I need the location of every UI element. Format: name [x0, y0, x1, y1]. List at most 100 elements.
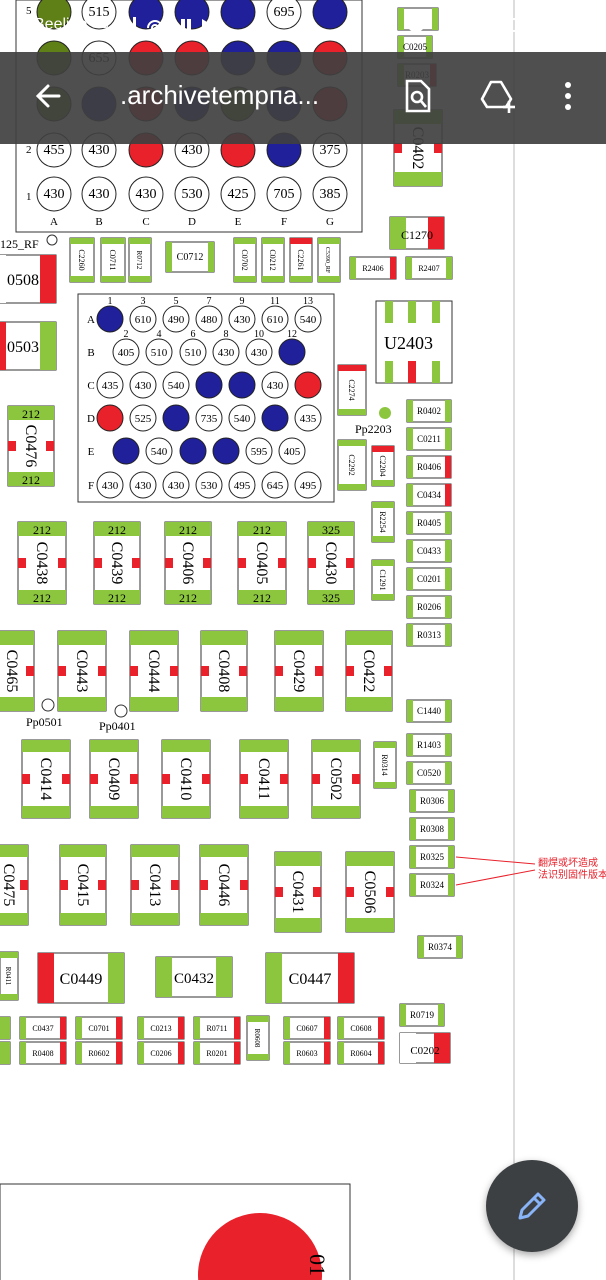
- bga-col-6: 6: [191, 329, 196, 340]
- right-col-part-2: R0406: [406, 455, 452, 479]
- pp0501-pad: [41, 698, 55, 712]
- partial-bottom-label: 01: [305, 1254, 330, 1276]
- pad: [96, 305, 124, 333]
- pp2203-pad: [379, 407, 391, 419]
- pad: [36, 0, 72, 30]
- bottom-frame: [0, 1183, 351, 1280]
- part-label: C0437: [32, 1024, 53, 1033]
- part-label: R0324: [420, 880, 445, 890]
- pad-value: 375: [320, 143, 341, 158]
- cap-value: 325: [322, 523, 340, 537]
- add-to-drive-button[interactable]: [476, 74, 520, 118]
- pad: 705: [266, 176, 302, 212]
- part-label: R0719: [410, 1010, 435, 1020]
- pad: 405: [112, 338, 140, 366]
- pad: 735: [195, 404, 223, 432]
- c0444-part: C0444: [129, 630, 179, 712]
- cap-value: 212: [253, 523, 271, 537]
- part-label: C5390_RF: [324, 247, 330, 274]
- col-label-D: D: [188, 216, 196, 228]
- part-label: R0602: [88, 1049, 109, 1058]
- carrier-label: Beeline: [34, 16, 88, 33]
- bga-col-11: 11: [270, 296, 280, 307]
- pad-value: 435: [102, 380, 119, 392]
- part-label: C0475: [0, 864, 17, 907]
- c0711-part: C0711: [100, 237, 126, 283]
- part-label: C0506: [361, 871, 378, 914]
- c0429-part: C0429: [274, 630, 324, 712]
- hotspot-count: 3: [164, 14, 171, 26]
- pad-value: 705: [274, 187, 295, 202]
- cap-value: 212: [33, 523, 51, 537]
- part-label: C0449: [60, 971, 103, 988]
- pad: 490: [162, 305, 190, 333]
- part-label: C0701: [88, 1024, 109, 1033]
- part-label: C0431: [289, 871, 306, 914]
- pad-value: 430: [135, 380, 152, 392]
- part-label: R0201: [206, 1049, 227, 1058]
- bottom-row2-part-6: R0604: [337, 1041, 385, 1065]
- part-label: C0411: [255, 758, 272, 800]
- part-label: C0414: [37, 758, 54, 801]
- c0431-part: C0431: [274, 851, 322, 933]
- part-label: C1270: [401, 228, 433, 242]
- pad-value: 425: [228, 187, 249, 202]
- part-label: C0205: [403, 42, 428, 52]
- pad: 540: [228, 404, 256, 432]
- pad: 430: [129, 471, 157, 499]
- r0411-part: R0411: [0, 951, 19, 1001]
- part-label: C0406: [179, 542, 196, 585]
- pad-value: 455: [44, 143, 65, 158]
- search-document-button[interactable]: [396, 74, 440, 118]
- bga-row-A: A: [87, 314, 95, 326]
- r0324-part: R0324: [409, 873, 455, 897]
- c0212-part: C0212: [261, 237, 285, 283]
- hotspot-icon: [146, 20, 163, 32]
- bga-row-C: C: [87, 380, 94, 392]
- pad: 525: [129, 404, 157, 432]
- c0446-part: C0446: [199, 844, 249, 926]
- pad: 510: [145, 338, 173, 366]
- c0432-part: C0432: [155, 956, 233, 998]
- col-label-C: C: [142, 216, 149, 228]
- signal-icon: [117, 17, 136, 33]
- document-title: .archivetempпа...: [120, 80, 320, 110]
- cap-value: 325: [322, 591, 340, 605]
- pad-value: 735: [201, 413, 218, 425]
- r1403-part: R1403: [406, 733, 452, 757]
- part-label: C0702: [240, 249, 249, 270]
- part-label: C0711: [108, 249, 117, 270]
- edit-fab-button[interactable]: [486, 1160, 578, 1252]
- right-col-part-6: C0201: [406, 567, 452, 591]
- bottom-row1-part-5: C0607: [283, 1016, 331, 1040]
- status-bar: Beeline 4G 3 16 % 22:38: [0, 0, 606, 52]
- bga-col-4: 4: [157, 329, 162, 340]
- cap-value: 212: [179, 591, 197, 605]
- bga-row-E: E: [88, 446, 95, 458]
- pad-value: 495: [234, 480, 251, 492]
- bottom-row2-part-0: [0, 1041, 11, 1065]
- right-col-part-5: C0433: [406, 539, 452, 563]
- r2254-part: R2254: [371, 501, 395, 543]
- bga-frame: [77, 293, 335, 503]
- battery-percent: 16 %: [437, 14, 479, 34]
- edit-pencil-icon: [518, 1192, 546, 1220]
- pad-value: 430: [182, 143, 203, 158]
- part-label: R0603: [296, 1049, 317, 1058]
- more-options-button[interactable]: [546, 74, 590, 118]
- pad-value: 530: [201, 480, 218, 492]
- network-type: 4G: [95, 19, 109, 31]
- right-col-part-7: R0206: [406, 595, 452, 619]
- part-label: C0409: [105, 758, 122, 801]
- back-button[interactable]: [26, 74, 70, 118]
- part-label: C0712: [177, 252, 204, 263]
- pad: 610: [129, 305, 157, 333]
- row-label-5: 5: [26, 5, 32, 17]
- c1291-part: C1291: [371, 559, 395, 601]
- part-label: R0711: [206, 1024, 227, 1033]
- cap-value: 212: [179, 523, 197, 537]
- cap-value: 212: [108, 591, 126, 605]
- bga-col-2: 2: [124, 329, 129, 340]
- part-label: R0411: [4, 967, 12, 986]
